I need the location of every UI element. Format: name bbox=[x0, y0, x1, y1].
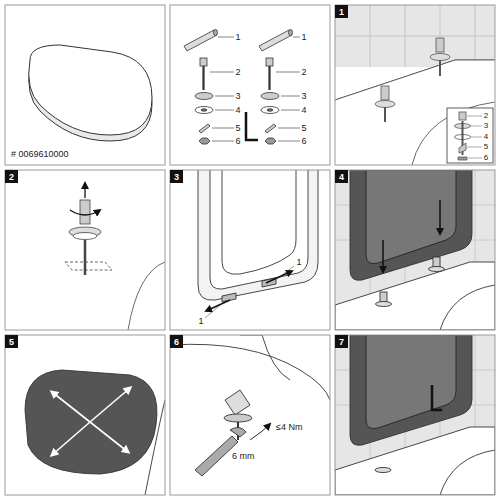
step-badge: 7 bbox=[335, 335, 348, 348]
callout-number: 3 bbox=[301, 92, 306, 101]
panel-frames bbox=[5, 5, 495, 495]
step-3-drawing bbox=[198, 170, 318, 318]
callout-number: 5 bbox=[484, 143, 488, 151]
step-number: 2 bbox=[9, 172, 14, 182]
step-badge: 6 bbox=[170, 335, 183, 348]
step-badge: 2 bbox=[5, 170, 18, 183]
seat-drawing bbox=[29, 45, 152, 141]
step-4-drawing bbox=[335, 170, 495, 330]
step-6-drawing bbox=[170, 335, 330, 476]
callout-number: 2 bbox=[235, 68, 240, 77]
callout-number: 5 bbox=[301, 124, 306, 133]
callout-number: 4 bbox=[235, 106, 240, 115]
callout-number: 4 bbox=[301, 106, 306, 115]
step-badge: 3 bbox=[170, 170, 183, 183]
callout-number: 1 bbox=[296, 258, 301, 267]
callout-number: 3 bbox=[484, 122, 488, 130]
step-badge: 5 bbox=[5, 335, 18, 348]
step-number: 1 bbox=[339, 7, 344, 17]
callout-number: 2 bbox=[301, 68, 306, 77]
parts-list bbox=[184, 30, 300, 145]
step-number: 5 bbox=[9, 337, 14, 347]
callout-number: 5 bbox=[235, 124, 240, 133]
part-label: # 0069610000 bbox=[11, 150, 69, 159]
step-7-drawing bbox=[335, 335, 495, 495]
step-5-drawing bbox=[25, 370, 165, 495]
callout-number: 1 bbox=[301, 33, 306, 42]
callout-number: 3 bbox=[235, 92, 240, 101]
step-2-drawing bbox=[65, 183, 165, 330]
part-label: ≤4 Nm bbox=[276, 423, 302, 432]
callout-number: 6 bbox=[301, 137, 306, 146]
callout-number: 2 bbox=[484, 112, 488, 120]
callout-number: 1 bbox=[198, 317, 203, 326]
callout-number: 4 bbox=[484, 133, 488, 141]
callout-number: 1 bbox=[235, 33, 240, 42]
step-badge: 1 bbox=[335, 5, 348, 18]
step-number: 4 bbox=[339, 172, 344, 182]
step-number: 6 bbox=[174, 337, 179, 347]
step-badge: 4 bbox=[335, 170, 348, 183]
step-number: 7 bbox=[339, 337, 344, 347]
callout-number: 6 bbox=[235, 137, 240, 146]
part-label: 6 mm bbox=[232, 452, 255, 461]
step-number: 3 bbox=[174, 172, 179, 182]
step-1-drawing bbox=[335, 5, 495, 165]
callout-number: 6 bbox=[484, 154, 488, 162]
